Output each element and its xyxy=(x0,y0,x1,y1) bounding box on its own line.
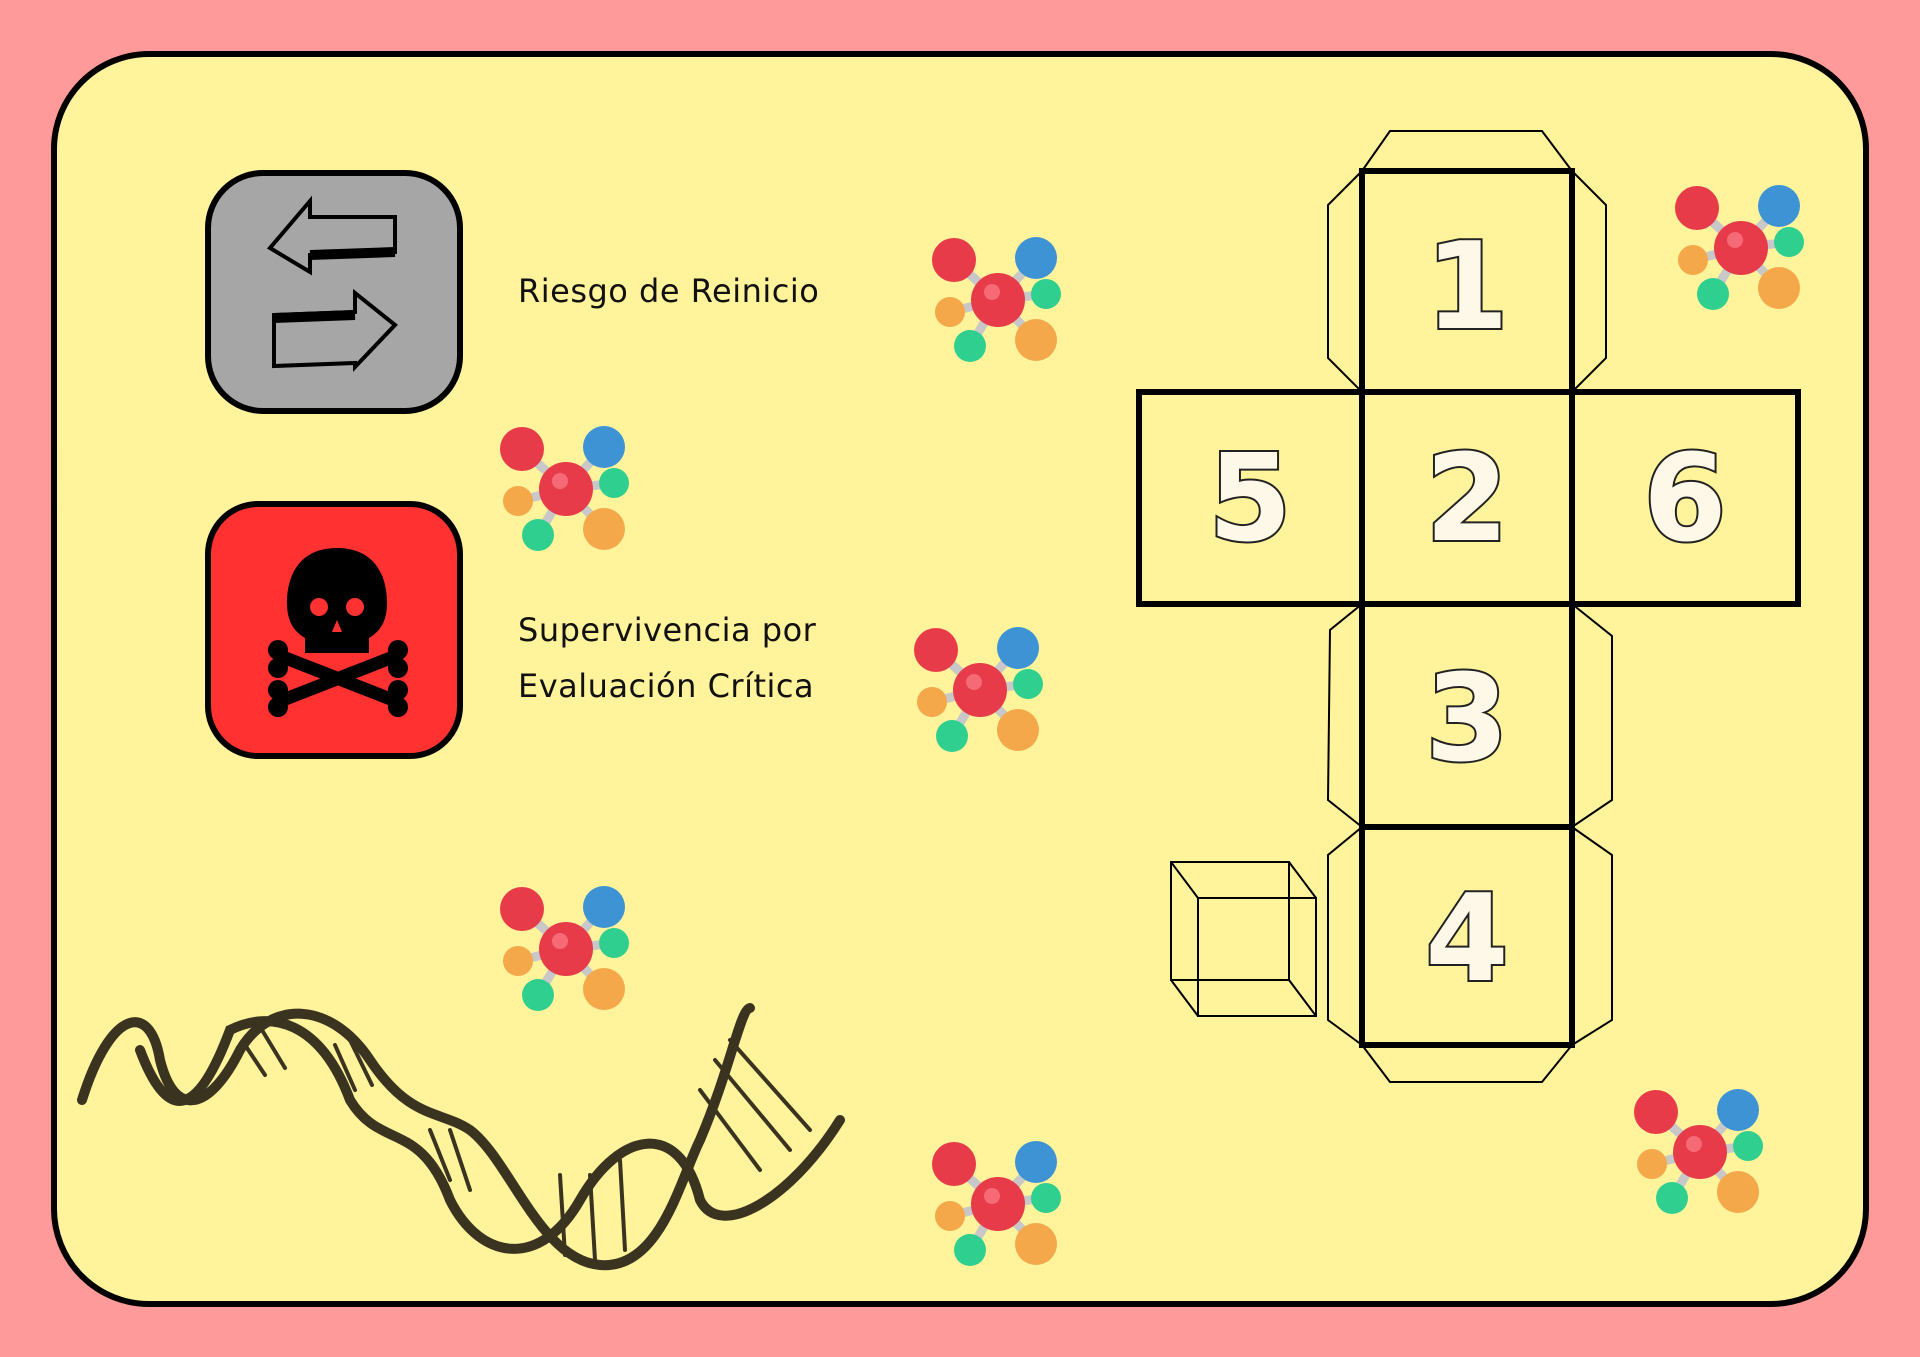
skull-crossbones-icon xyxy=(268,548,408,717)
critical-survival-tile xyxy=(205,501,463,759)
face-5: 5 xyxy=(1208,430,1292,569)
dice-net xyxy=(1136,130,1801,1083)
critical-survival-label-line1: Supervivencia por xyxy=(518,611,817,649)
restart-risk-label: Riesgo de Reinicio xyxy=(518,272,820,310)
face-2: 2 xyxy=(1425,430,1509,569)
swap-arrows-icon xyxy=(266,195,398,372)
face-6: 6 xyxy=(1643,430,1727,569)
face-1: 1 xyxy=(1425,218,1509,357)
cube-icon xyxy=(1170,861,1317,1017)
face-3: 3 xyxy=(1425,650,1509,789)
dna-helix-icon xyxy=(77,1003,845,1271)
restart-risk-tile xyxy=(205,170,463,414)
face-4: 4 xyxy=(1425,870,1509,1009)
critical-survival-label-line2: Evaluación Crítica xyxy=(518,667,815,705)
